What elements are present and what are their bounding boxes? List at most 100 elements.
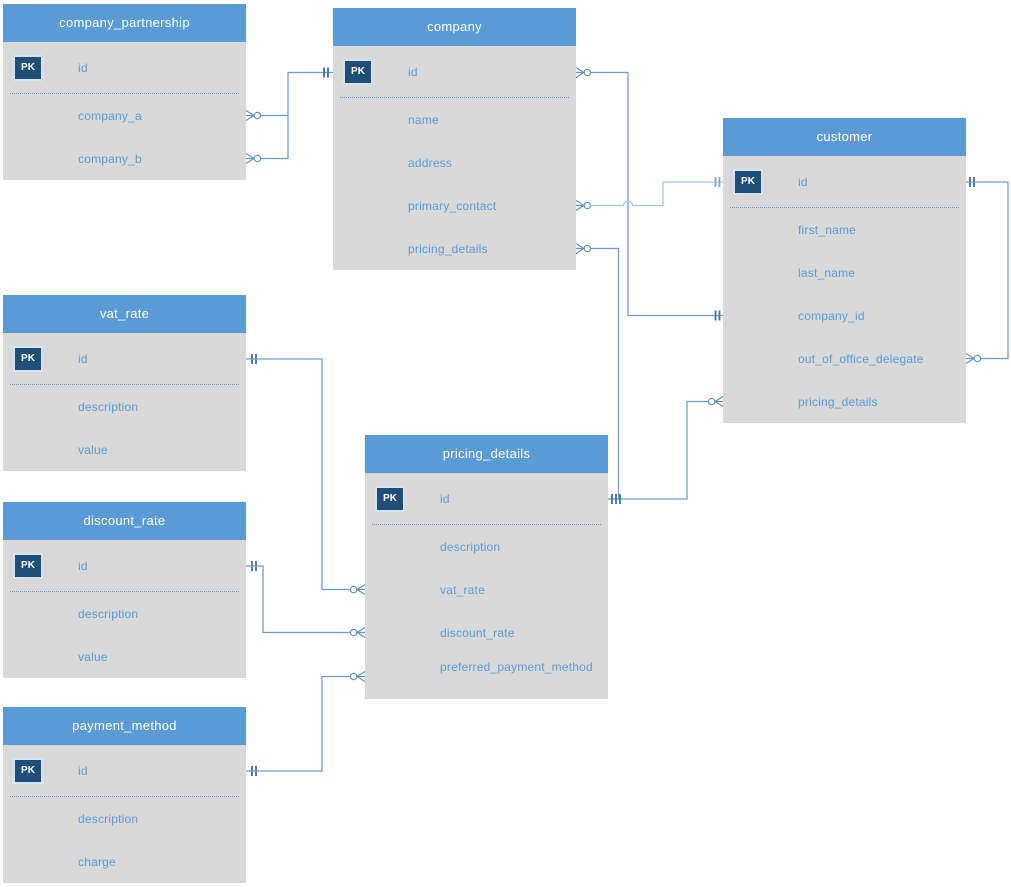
field-row-discount-rate[interactable]: discount_rate [365,611,608,654]
zero-circle-icon [707,397,716,406]
zero-circle-icon [583,68,592,77]
connector-company-b-to-company-id[interactable] [245,67,333,165]
field-label: vat_rate [440,582,485,597]
field-label: company_b [78,151,142,166]
entity-title-label: discount_rate [83,513,166,528]
entity-body: PK id name address primary_contact prici… [333,46,576,270]
entity-company[interactable]: company PK id name address primary_conta… [333,8,576,270]
connector-discount-rate-id-to-pricing-details-discount-rate[interactable] [246,561,366,639]
field-row-description[interactable]: description [3,592,246,635]
zero-circle-icon [973,354,982,363]
field-label: id [408,65,418,79]
wire [590,71,723,317]
field-row-name[interactable]: name [333,98,576,141]
field-label: discount_rate [440,625,515,640]
field-row-value[interactable]: value [3,428,246,471]
connector-out-of-office-delegate-to-customer-id[interactable] [965,177,1009,365]
field-row-id[interactable]: PK id [3,540,246,592]
field-row-id[interactable]: PK id [333,46,576,98]
field-label: company_a [78,108,142,123]
field-label: pricing_details [408,241,488,256]
field-row-id[interactable]: PK id [3,333,246,385]
field-row-id[interactable]: PK id [3,745,246,797]
primary-key-badge: PK [13,758,43,784]
entity-title-label: customer [816,129,873,144]
field-row-last-name[interactable]: last_name [723,251,966,294]
zero-circle-icon [253,154,262,163]
field-label: description [78,811,139,826]
zero-circle-icon [349,628,358,637]
entity-title[interactable]: vat_rate [3,295,246,333]
field-row-pricing-details[interactable]: pricing_details [723,380,966,423]
field-row-id[interactable]: PK id [365,473,608,525]
field-row-out-of-office-delegate[interactable]: out_of_office_delegate [723,337,966,380]
primary-key-badge: PK [343,59,373,85]
field-label: charge [78,854,116,869]
crowfoot-icon [575,199,585,212]
field-row-value[interactable]: value [3,635,246,678]
field-row-primary-contact[interactable]: primary_contact [333,184,576,227]
crowfoot-icon [575,66,585,79]
one-tick-icon [251,354,257,364]
field-row-preferred-payment-method[interactable]: preferred_payment_method [365,654,608,699]
field-row-vat-rate[interactable]: vat_rate [365,568,608,611]
field-row-description[interactable]: description [3,797,246,840]
connector-vat-rate-id-to-pricing-details-vat-rate[interactable] [246,354,366,596]
primary-key-badge: PK [733,169,763,195]
field-label: name [408,112,439,127]
one-tick-icon [714,310,721,321]
entity-title-label: pricing_details [442,446,531,461]
one-tick-icon [251,561,257,571]
field-label: id [78,352,88,366]
one-tick-icon [323,67,329,78]
entity-body: PK id description vat_rate discount_rate… [365,473,608,699]
connector-company-a-to-company-id[interactable] [245,109,288,122]
wire [608,400,709,500]
connector-primary-contact-to-customer-id[interactable] [575,177,723,212]
field-row-charge[interactable]: charge [3,840,246,883]
field-row-company-a[interactable]: company_a [3,94,246,137]
connector-payment-method-id-to-pricing-details-preferred-payment-method[interactable] [246,670,366,777]
field-label: description [78,399,139,414]
crowfoot-icon [356,583,366,596]
entity-body: PK id description value [3,333,246,471]
field-row-id[interactable]: PK id [3,42,246,94]
connector-company-id-to-customer-company-id[interactable] [575,66,723,321]
field-row-description[interactable]: description [3,385,246,428]
wire [590,181,723,207]
wire [260,71,333,160]
field-label: last_name [798,265,856,280]
entity-payment-method[interactable]: payment_method PK id description charge [3,707,246,883]
field-row-company-b[interactable]: company_b [3,137,246,180]
wire [246,565,351,634]
connector-customer-pricing-details-to-pricing-details-id[interactable] [608,395,724,505]
field-row-pricing-details[interactable]: pricing_details [333,227,576,270]
primary-key-badge: PK [13,553,43,579]
entity-title[interactable]: customer [723,118,966,156]
entity-title[interactable]: pricing_details [365,435,608,473]
entity-title[interactable]: company_partnership [3,4,246,42]
field-row-id[interactable]: PK id [723,156,966,208]
field-row-description[interactable]: description [365,525,608,568]
field-row-first-name[interactable]: first_name [723,208,966,251]
field-row-company-id[interactable]: company_id [723,294,966,337]
entity-company-partnership[interactable]: company_partnership PK id company_a comp… [3,4,246,180]
field-label: company_id [798,308,865,323]
entity-body: PK id company_a company_b [3,42,246,180]
entity-body: PK id first_name last_name company_id ou… [723,156,966,423]
field-row-address[interactable]: address [333,141,576,184]
field-label: first_name [798,222,857,237]
entity-title-label: company [427,19,482,34]
entity-discount-rate[interactable]: discount_rate PK id description value [3,502,246,678]
entity-customer[interactable]: customer PK id first_name last_name comp… [723,118,966,423]
field-label: out_of_office_delegate [798,351,924,366]
entity-title[interactable]: payment_method [3,707,246,745]
entity-pricing-details[interactable]: pricing_details PK id description vat_ra… [365,435,608,699]
entity-title-label: company_partnership [59,15,190,30]
entity-body: PK id description charge [3,745,246,883]
entity-vat-rate[interactable]: vat_rate PK id description value [3,295,246,471]
entity-title[interactable]: discount_rate [3,502,246,540]
crowfoot-icon [245,152,255,165]
entity-title[interactable]: company [333,8,576,46]
